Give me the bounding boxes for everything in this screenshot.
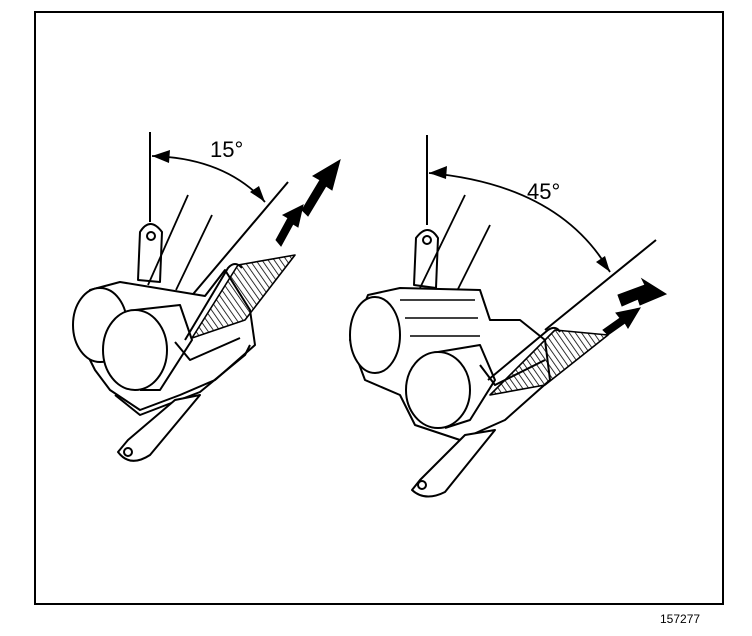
left-pull-arrows [275,158,341,247]
right-spool-disc [349,296,401,374]
left-arrow-large [301,158,341,217]
left-angle-label: 15° [210,137,243,162]
right-mounting-tab [413,229,439,289]
right-anchor-hole [417,480,427,490]
left-arc-arrowhead-start [152,150,170,163]
left-mounting-hole [146,231,156,241]
left-anchor-hole [123,447,133,457]
right-angle-label: 45° [527,179,560,204]
left-arrow-small [275,204,304,247]
right-pull-arrows [602,277,668,336]
right-front-drum [405,351,471,429]
right-arrow-large [617,277,668,307]
right-retractor [349,135,657,498]
right-arrow-small [602,307,642,336]
left-arc-arrowhead-end [250,186,265,202]
left-retractor [72,132,296,462]
left-front-drum [102,309,168,391]
reference-number: 157277 [660,612,701,626]
left-anchor-bracket [117,394,201,462]
right-anchor-bracket [411,429,496,498]
right-mounting-hole [422,235,432,245]
right-angle-reference-line [544,239,657,331]
left-belt-webbing [191,254,296,339]
right-angle-arc [428,172,611,273]
right-arc-arrowhead-start [429,166,447,179]
diagram-frame [34,11,724,605]
right-arc-arrowhead-end [596,256,610,272]
